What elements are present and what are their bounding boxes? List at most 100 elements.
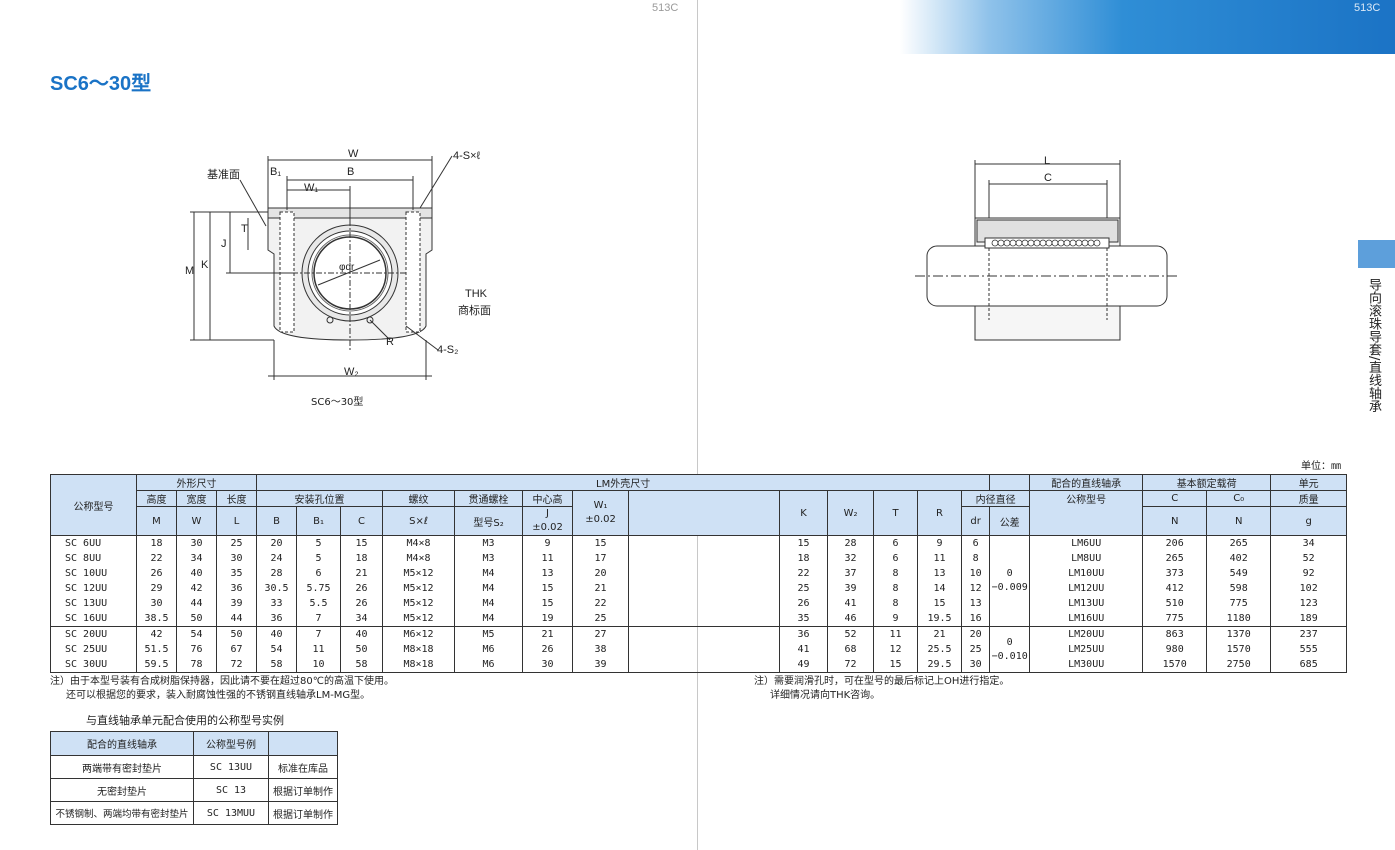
cell-s2: M6 — [454, 657, 524, 673]
dim-j-label: J — [221, 238, 227, 250]
th-l: L — [215, 506, 258, 536]
th-k: K — [779, 490, 829, 536]
ex-cell-bearing: 两端带有密封垫片 — [50, 755, 194, 779]
th-j-sym: J — [546, 508, 549, 519]
cell-b1: 5.5 — [296, 596, 342, 611]
th-center: 中心高 — [522, 490, 574, 507]
ex-cell-bearing: 不锈钢制、两端均带有密封垫片 — [50, 801, 194, 825]
cell-c0: 775 — [1206, 596, 1272, 611]
cell-sxl: M4×8 — [382, 535, 456, 551]
cell-c0: 265 — [1206, 535, 1272, 551]
th-height: 高度 — [136, 490, 177, 507]
cell-dr: 6 — [961, 535, 991, 551]
cell-w1: 27 — [572, 626, 630, 642]
cell-model: SC 12UU — [50, 581, 137, 596]
th-load: 基本额定载荷 — [1142, 474, 1272, 491]
cell-s2: M3 — [454, 535, 524, 551]
th-b1: B₁ — [296, 506, 342, 536]
th-mass2: 质量 — [1270, 490, 1348, 507]
cell-w: 44 — [176, 596, 217, 611]
cell-k: 36 — [779, 626, 829, 642]
cell-s2: M4 — [454, 581, 524, 596]
tolerance-upper: 0 — [1006, 568, 1013, 579]
cell-s2: M6 — [454, 642, 524, 657]
tolerance-lower: −0.009 — [991, 582, 1028, 593]
cell-b1: 7 — [296, 611, 342, 627]
cell-j: 26 — [522, 642, 574, 657]
example-title: 与直线轴承单元配合使用的公称型号实例 — [86, 714, 284, 727]
cell-r: 15 — [917, 596, 963, 611]
note-left-1: 注）由于本型号装有合成树脂保持器，因此请不要在超过80℃的高温下使用。 — [50, 676, 394, 687]
dim-holes-label: 4-S×ℓ — [453, 150, 481, 162]
ref-face-label: 基准面 — [207, 169, 240, 181]
cell-model: SC 10UU — [50, 566, 137, 581]
dim-b1-label: B₁ — [270, 166, 282, 178]
cell-b: 33 — [256, 596, 298, 611]
unit-label: 单位：㎜ — [1301, 461, 1341, 472]
cell-mass: 189 — [1270, 611, 1348, 627]
example-row: 无密封垫片 SC 13 根据订单制作 — [50, 778, 338, 802]
cell-l: 35 — [215, 566, 258, 581]
th-r: R — [917, 490, 963, 536]
cell-l: 25 — [215, 535, 258, 551]
cell-cd: 775 — [1142, 611, 1208, 627]
cell-w2: 39 — [827, 581, 875, 596]
cell-t: 15 — [873, 657, 919, 673]
dim-w-label: W — [348, 148, 359, 160]
cell-w1: 39 — [572, 657, 630, 673]
example-row: 两端带有密封垫片 SC 13UU 标准在库品 — [50, 755, 338, 779]
cell-mass: 102 — [1270, 581, 1348, 596]
example-row: 不锈钢制、两端均带有密封垫片 SC 13MUU 根据订单制作 — [50, 801, 338, 825]
th-n2: N — [1206, 506, 1272, 536]
cell-cd: 510 — [1142, 596, 1208, 611]
cell-model: SC 8UU — [50, 551, 137, 566]
tolerance-cell: 0 −0.009 — [989, 535, 1031, 627]
cell-model: SC 25UU — [50, 642, 137, 657]
cell-r: 13 — [917, 566, 963, 581]
cell-l: 72 — [215, 657, 258, 673]
cell-cd: 980 — [1142, 642, 1208, 657]
cell-sxl: M5×12 — [382, 611, 456, 627]
th-gap — [628, 490, 781, 536]
dim-s2-label: 4-S₂ — [437, 344, 459, 356]
cell-model: SC 20UU — [50, 626, 137, 642]
dim-w2-label: W₂ — [344, 366, 359, 378]
th-tol: 公差 — [989, 506, 1031, 536]
cell-sxl: M5×12 — [382, 581, 456, 596]
cell-m: 18 — [136, 535, 177, 551]
cell-l: 30 — [215, 551, 258, 566]
th-lm-fill — [989, 474, 1031, 491]
cell-w: 54 — [176, 626, 217, 642]
dim-t-label: T — [241, 223, 248, 235]
cell-cd: 1570 — [1142, 657, 1208, 673]
cell-b1: 6 — [296, 566, 342, 581]
cell-cd: 863 — [1142, 626, 1208, 642]
cell-dr: 25 — [961, 642, 991, 657]
ex-th-bearing: 配合的直线轴承 — [50, 731, 194, 756]
th-j: J±0.02 — [522, 506, 574, 536]
cell-w1: 38 — [572, 642, 630, 657]
page-number-left: 513C — [652, 2, 679, 14]
cell-t: 6 — [873, 535, 919, 551]
cell-r: 29.5 — [917, 657, 963, 673]
cell-b1: 11 — [296, 642, 342, 657]
th-bore: 内径直径 — [961, 490, 1031, 507]
th-w2: W₂ — [827, 490, 875, 536]
cell-b: 40 — [256, 626, 298, 642]
cell-s2: M5 — [454, 626, 524, 642]
cell-s2: M4 — [454, 596, 524, 611]
cell-m: 22 — [136, 551, 177, 566]
cell-r: 9 — [917, 535, 963, 551]
th-n1: N — [1142, 506, 1208, 536]
cell-t: 9 — [873, 611, 919, 627]
cell-k: 15 — [779, 535, 829, 551]
gap-cell — [628, 657, 781, 673]
th-w: W — [176, 506, 217, 536]
cell-j: 13 — [522, 566, 574, 581]
gap-cell — [628, 566, 781, 581]
cell-k: 35 — [779, 611, 829, 627]
cell-b1: 5 — [296, 535, 342, 551]
cell-b1: 5.75 — [296, 581, 342, 596]
